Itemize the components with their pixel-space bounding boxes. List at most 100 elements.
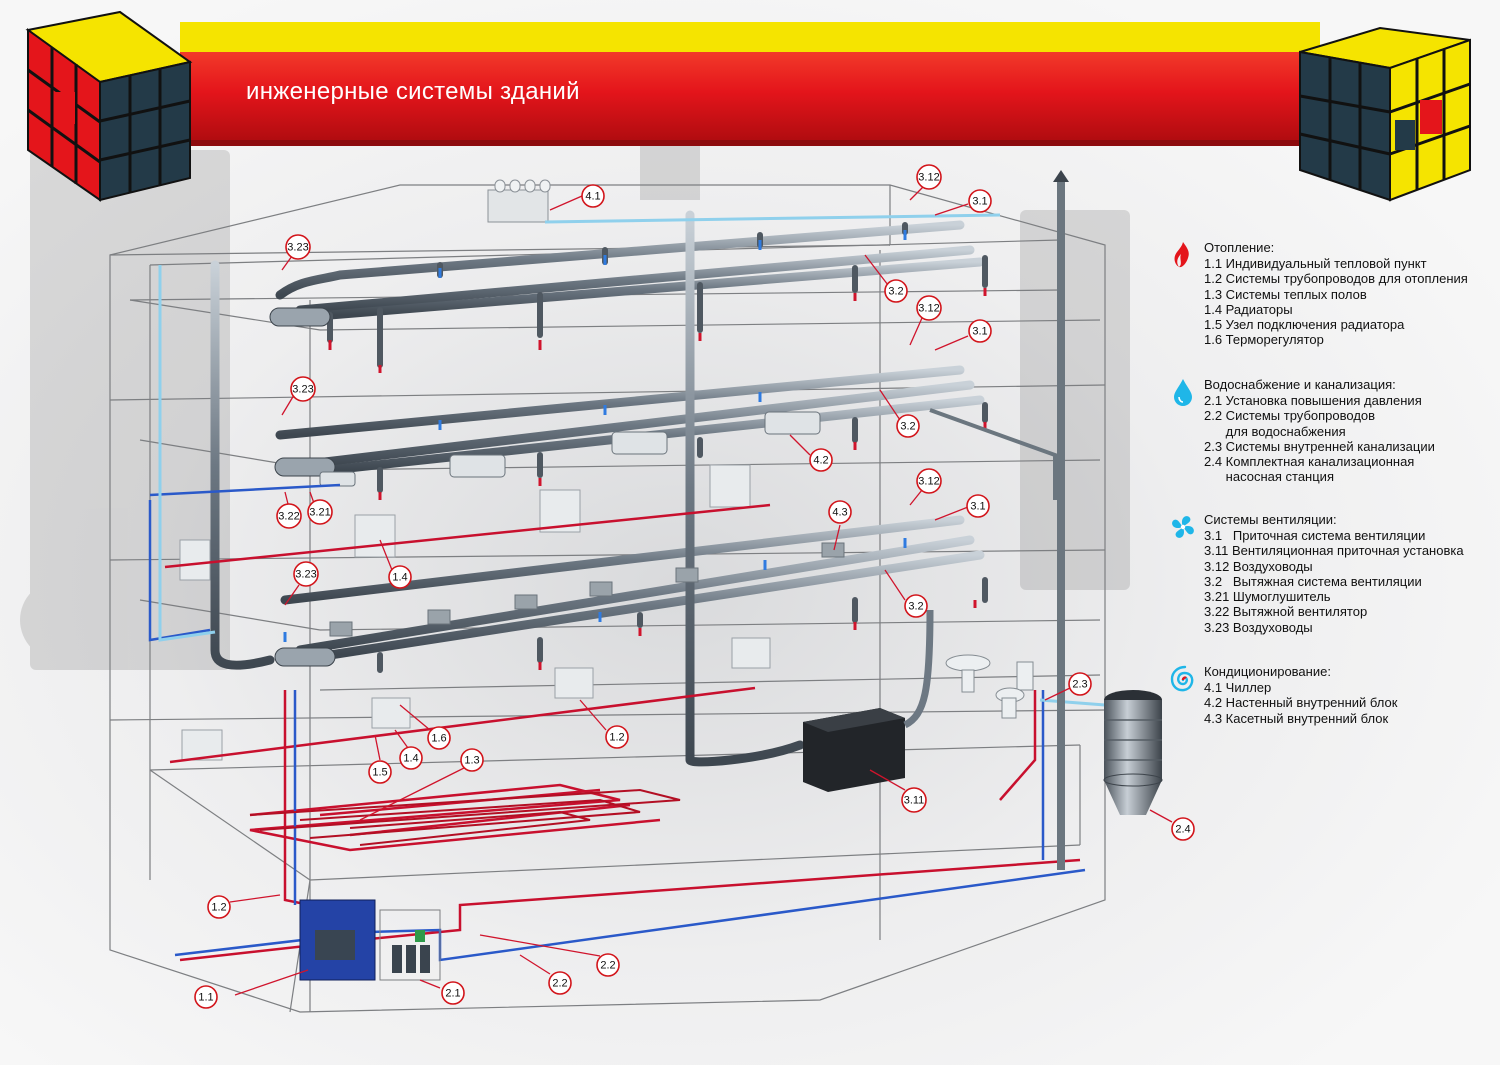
callout-marker-4-2: 4.2 (809, 448, 833, 472)
callout-marker-1-5: 1.5 (368, 760, 392, 784)
callout-marker-1-2: 1.2 (207, 895, 231, 919)
swirl-icon (1170, 665, 1194, 692)
marker-label: 3.2 (888, 286, 903, 298)
legend-item: 1.1 Индивидуальный тепловой пункт (1204, 256, 1427, 271)
marker-label: 3.1 (972, 326, 987, 338)
marker-label: 3.23 (292, 384, 313, 396)
ac-indoor-units (319, 411, 845, 637)
marker-circle (307, 499, 333, 525)
marker-label: 2.3 (1072, 679, 1087, 691)
legend-item: 4.3 Касетный внутренний блок (1204, 710, 1389, 726)
legend-item: 4.1 Чиллер (1204, 680, 1272, 695)
callout-marker-1-4: 1.4 (399, 746, 423, 770)
marker-circle (290, 376, 316, 402)
legend-item: 2.4 Комплектная канализационная (1204, 454, 1415, 470)
legend-title-conditioning: Кондиционирование: (1204, 664, 1331, 679)
marker-circle (548, 971, 572, 995)
marker-label: 3.1 (970, 501, 985, 513)
legend-item: 3.22 Вытяжной вентилятор (1204, 604, 1368, 620)
marker-label: 4.3 (832, 507, 847, 519)
legend-item: 2.3 Системы внутренней канализации (1204, 438, 1435, 454)
marker-label: 1.3 (464, 755, 479, 767)
callout-marker-3-2: 3.2 (904, 594, 928, 618)
callout-marker-1-1: 1.1 (194, 985, 218, 1009)
marker-label: 3.12 (918, 303, 939, 315)
callout-marker-1-2: 1.2 (605, 725, 629, 749)
callout-marker-1-4: 1.4 (388, 565, 412, 589)
underfloor-heating (249, 788, 681, 846)
marker-circle (399, 746, 423, 770)
marker-circle (916, 295, 942, 321)
marker-label: 3.22 (278, 511, 299, 523)
legend-item: 1.5 Узел подключения радиатора (1204, 317, 1405, 333)
marker-label: 4.2 (813, 455, 828, 467)
callout-marker-3-21: 3.21 (307, 499, 333, 525)
callout-markers: 4.1 3.12 3.1 3.23 3.2 3.12 3.1 3.23 3.2 4.2 3.22 3.… (194, 164, 1195, 1009)
legend-item: 3.12 Воздуховоды (1204, 558, 1313, 574)
heat-substation (299, 899, 441, 981)
callout-marker-3-1: 3.1 (968, 319, 992, 343)
flame-icon (1174, 242, 1189, 268)
exhaust-stack (929, 170, 1069, 870)
marker-circle (1171, 817, 1195, 841)
marker-label: 1.2 (609, 732, 624, 744)
marker-label: 2.2 (600, 960, 615, 972)
legend-item: 3.11 Вентиляционная приточная установка (1204, 543, 1464, 559)
legend-title-water: Водоснабжение и канализация: (1204, 377, 1396, 392)
legend-item: 4.2 Настенный внутренний блок (1204, 695, 1398, 711)
marker-circle (809, 448, 833, 472)
marker-label: 4.1 (585, 191, 600, 203)
marker-circle (388, 565, 412, 589)
marker-circle (276, 503, 302, 529)
marker-label: 3.2 (908, 601, 923, 613)
callout-marker-3-12: 3.12 (916, 468, 942, 494)
marker-circle (581, 184, 605, 208)
marker-circle (596, 953, 620, 977)
marker-label: 3.12 (918, 476, 939, 488)
legend-water: Водоснабжение и канализация: 2.1 Установ… (1162, 377, 1492, 485)
callout-marker-3-23: 3.23 (293, 561, 319, 587)
legend-heating: Отопление: 1.1 Индивидуальный тепловой п… (1162, 240, 1492, 348)
sanitary-fixtures (945, 654, 1034, 719)
water-drop-icon (1174, 379, 1192, 406)
legend-item: 1.6 Терморегулятор (1204, 332, 1324, 348)
callout-marker-4-1: 4.1 (581, 184, 605, 208)
supply-ventilation-unit (803, 609, 934, 792)
callout-marker-2-3: 2.3 (1068, 672, 1092, 696)
marker-circle (966, 494, 990, 518)
callout-marker-3-23: 3.23 (285, 234, 311, 260)
marker-label: 3.1 (972, 196, 987, 208)
marker-circle (968, 319, 992, 343)
page-title: инженерные системы зданий (246, 78, 580, 105)
legend-item: 2.1 Установка повышения давления (1204, 393, 1422, 408)
marker-circle (901, 787, 927, 813)
marker-circle (368, 760, 392, 784)
cube-logo-left (25, 10, 193, 202)
legend-item: для водоснабжения (1204, 423, 1346, 439)
legend-item: 3.1 Приточная система вентиляции (1204, 528, 1426, 543)
legend-title-ventilation: Системы вентиляции: (1204, 512, 1337, 527)
marker-circle (916, 164, 942, 190)
marker-circle (916, 468, 942, 494)
callout-marker-2-4: 2.4 (1171, 817, 1195, 841)
marker-circle (460, 748, 484, 772)
legend-item: насосная станция (1204, 469, 1334, 485)
marker-circle (896, 414, 920, 438)
legend-item: 2.2 Системы трубопроводов (1204, 408, 1376, 424)
marker-label: 2.1 (445, 988, 460, 1000)
marker-circle (884, 279, 908, 303)
marker-label: 1.1 (198, 992, 213, 1004)
marker-label: 1.5 (372, 767, 387, 779)
sewage-pump-station (1103, 690, 1163, 815)
callout-marker-3-23: 3.23 (290, 376, 316, 402)
callout-marker-3-2: 3.2 (884, 279, 908, 303)
marker-circle (194, 985, 218, 1009)
callout-marker-4-3: 4.3 (828, 500, 852, 524)
marker-circle (605, 725, 629, 749)
marker-circle (427, 726, 451, 750)
marker-label: 1.4 (392, 572, 407, 584)
callout-marker-1-3: 1.3 (460, 748, 484, 772)
marker-label: 3.11 (904, 795, 925, 807)
marker-label: 3.23 (287, 242, 308, 254)
